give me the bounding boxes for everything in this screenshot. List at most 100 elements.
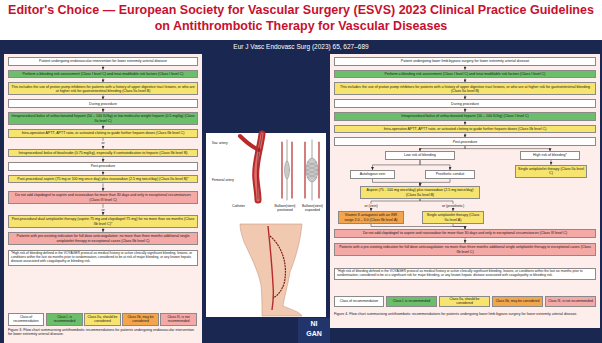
figure-caption: Figure 4. Flow chart summarising antithr… [334,312,596,316]
right-panel [330,54,600,328]
legend-header: Class of recommendation [8,313,44,326]
edge-label: or (prosthetic) [441,203,465,207]
box-text: Intraprocedural bolus of bivalirudin (0.… [11,151,195,155]
flow-arrow [103,183,104,191]
edge-label: or [100,207,105,211]
branch-box: Low risk of bleeding [385,151,455,160]
box-text: Intraprocedural bolus of unfractionated … [11,114,195,123]
phase-box: During procedure [334,99,596,108]
legend-swatch: Class IIb, may be considered [492,296,543,307]
left-panel [4,54,202,343]
legend-swatch: Class IIa, should be considered [84,313,121,326]
class-iia-box: Aspirin (75 - 100 mg once/day) plus riva… [360,186,480,199]
box-text: Intra-operative APTT, APTT ratio, or act… [11,131,195,135]
box-text: Do not add clopidogrel to aspirin and ri… [11,193,195,202]
box-text: Post-procedure [337,140,593,144]
phase-box: Post-procedure [8,162,198,171]
flow-arrow [373,179,421,186]
box-text: During procedure [337,102,593,106]
flow-arrow [420,179,450,186]
box-text: *High risk of bleeding defined in the VO… [11,252,195,264]
box-text: Do not add clopidogrel to aspirin and ri… [337,231,593,235]
class-i-box: Perform a bleeding risk assessment (Clas… [8,70,198,79]
legend-swatch: Class III, is not recommended [545,296,596,307]
logo-block [298,318,330,343]
class-i-box: Perform a bleeding risk assessment (Clas… [334,70,596,79]
class-iib-box: Patients with pre-existing indication fo… [8,232,198,245]
legend-swatch: Class III, is not recommended [160,313,197,326]
class-iib-box: Intra-operative APTT, APTT ratio, or act… [8,129,198,138]
legend-text: Class IIb, may be considered [124,316,157,324]
phase-box: Post-procedure [334,137,596,146]
box-text: This includes the use of proton pump inh… [11,85,195,94]
legend-swatch: Class I, is recommended [386,296,437,307]
legend-swatch: Class IIb, may be considered [122,313,159,326]
class-iia-box: Single antiplatelet therapy (Class IIa l… [515,165,587,178]
figure-caption: Figure 3. Flow chart summarising antithr… [8,328,198,337]
legend-header: Class of recommendation [334,296,384,307]
box-text: Patient undergoing endovascular interven… [11,59,195,63]
legend-text: Class III, is not recommended [548,300,593,304]
class-iia-box: Single antiplatelet therapy (Class IIa l… [422,211,484,224]
journal-reference: Eur J Vasc Endovasc Surg (2023) 65, 627–… [150,43,452,51]
part-label: Balloon(stent) positioned [272,204,298,212]
legend-text: Class IIa, should be considered [441,298,488,306]
legend-text: Class IIb, may be considered [496,300,540,304]
box-text: Perform a bleeding risk assessment (Clas… [337,72,593,76]
box-text: Post-procedural aspirin (75 mg or 100 mg… [11,177,195,181]
edge-label: or [100,141,105,145]
footnote-box: *High risk of bleeding defined in the VO… [8,250,198,266]
legend-text: Class I, is recommended [393,300,430,304]
box-text: Low risk of bleeding [388,153,452,157]
legend-swatch: Class IIa, should be considered [439,296,490,307]
box-text: High risk of bleeding* [523,153,577,157]
class-iib-box: Intra-operative APTT, APTT ratio, or act… [334,125,596,134]
branch-box: Autologous vein [350,170,395,179]
logo-text: GAN [300,330,328,338]
artery-drawing [240,134,319,200]
box-text: Post-procedural dual antiplatelet therap… [11,217,195,226]
leg-drawing [240,224,302,316]
class-iib-box: Intraprocedural bolus of bivalirudin (0.… [8,149,198,158]
title-bar [0,0,602,40]
box-text: Aspirin (75 - 100 mg once/day) plus riva… [363,188,477,197]
box-text: Perform a bleeding risk assessment (Clas… [11,72,195,76]
box-text: Autologous vein [353,172,392,176]
box-text: *High risk of bleeding defined in the VO… [337,270,593,278]
legend-text: Class I, is recommended [48,316,81,324]
class-iii-box: Do not add clopidogrel to aspirin and ri… [8,191,198,204]
class-iia-box: This includes the use of proton pump inh… [8,82,198,95]
box-text: Vitamin K antagonist with an INR range 2… [341,213,401,222]
class-iii-box: Do not add clopidogrel to aspirin and ri… [334,229,596,238]
class-iib-box: Post-procedural dual antiplatelet therap… [8,215,198,228]
figure-panel [206,133,326,317]
phase-box: During procedure [8,99,198,108]
part-label: Balloon(stent) expanded [300,204,325,212]
class-i-box: Intraprocedural bolus of unfractionated … [334,112,596,121]
flow-arrow [420,160,450,170]
box-text: Intraprocedural bolus of unfractionated … [337,114,593,118]
legend-text: Class III, is not recommended [162,316,195,324]
box-text: Post-procedure [11,164,195,168]
box-text: During procedure [11,102,195,106]
box-text: Intra-operative APTT, APTT ratio, or act… [337,127,593,131]
box-text: Single antiplatelet therapy (Class IIa l… [425,213,481,222]
class-iia-box: Post-procedural aspirin (75 mg or 100 mg… [8,175,198,184]
part-label: Femoral artery [212,178,242,182]
part-label: Catheter [232,204,260,208]
class-iib-box: Vitamin K antagonist with an INR range 2… [338,211,404,224]
branch-box: Prosthetic conduit [425,170,475,179]
footnote-box: *High risk of bleeding defined in the VO… [334,268,596,280]
box-text: Patients with pre-existing indication fo… [11,234,195,243]
branch-box: High risk of bleeding* [520,151,580,160]
class-iia-box: This includes the use of proton pump inh… [334,82,596,95]
box-text: This includes the use of proton pump inh… [337,85,593,94]
start-box: Patient undergoing lower limb bypass sur… [334,57,596,66]
flow-arrow [373,160,421,170]
class-iia-box: Intraprocedural bolus of unfractionated … [8,112,198,125]
box-text: Prosthetic conduit [428,172,472,176]
poster-title: Editor's Choice — European Society for V… [6,3,596,34]
